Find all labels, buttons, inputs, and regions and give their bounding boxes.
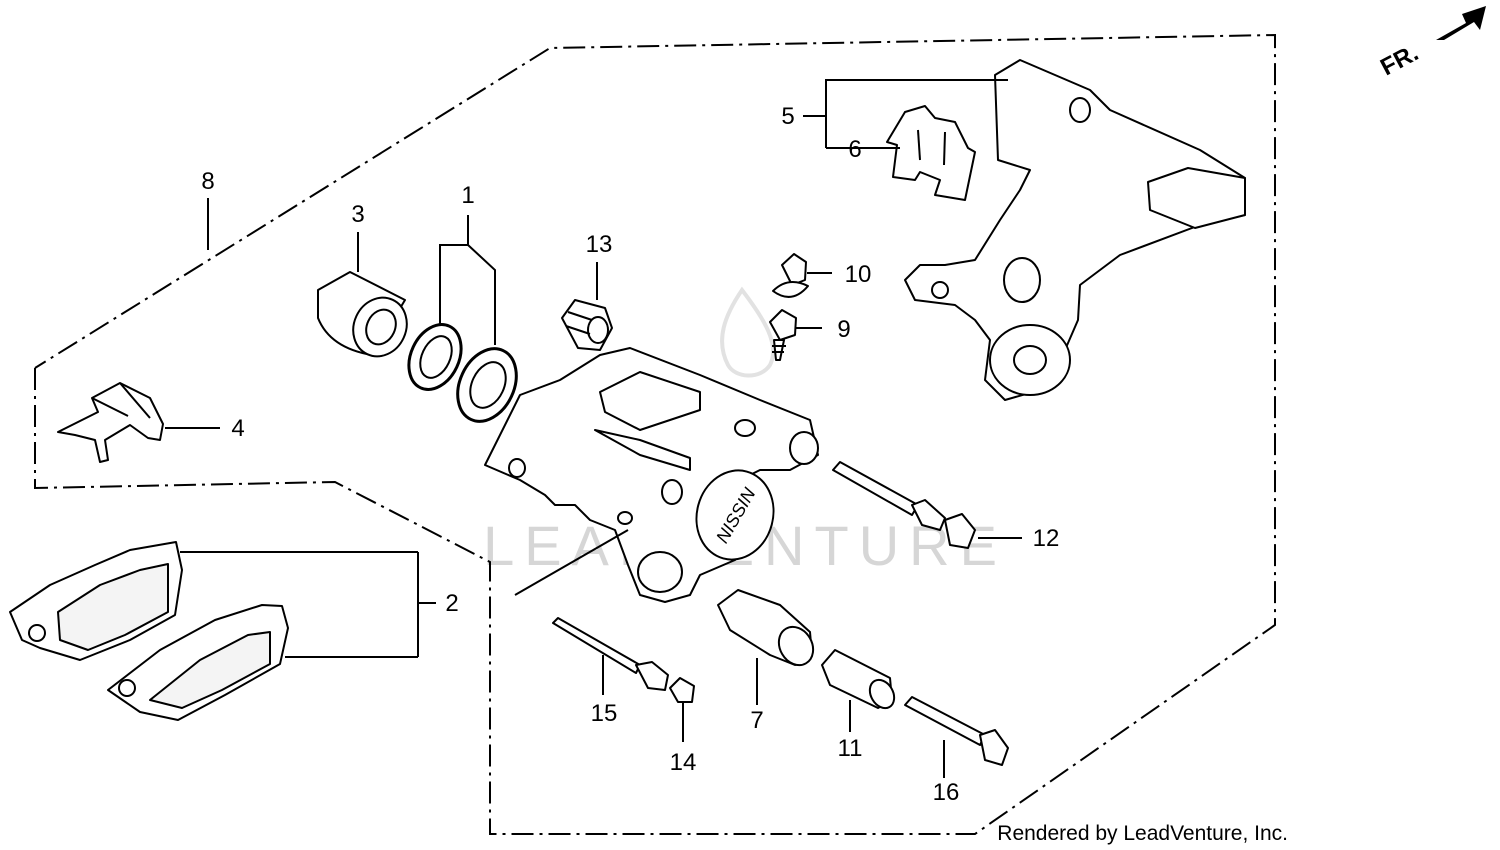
pin-bolt-part <box>832 461 976 549</box>
slide-boot-part <box>717 589 815 667</box>
brake-pad-set-part <box>9 541 289 721</box>
leader-line-15b <box>514 529 629 596</box>
caliper-bracket-part <box>904 59 1246 401</box>
flange-bolt-part <box>904 696 1009 766</box>
pin-boot-part <box>669 677 695 703</box>
piston-seal-set-part <box>407 323 518 423</box>
callout-12: 12 <box>1033 525 1060 552</box>
callout-1: 1 <box>461 182 474 209</box>
callout-16: 16 <box>933 779 960 806</box>
callout-13: 13 <box>586 231 613 258</box>
callout-5: 5 <box>781 103 794 130</box>
assembly-boundary-line <box>34 33 1276 835</box>
leader-line-1b <box>467 244 496 345</box>
callout-9: 9 <box>837 316 850 343</box>
credit-text: Rendered by LeadVenture, Inc. <box>997 822 1288 845</box>
pad-spring-part <box>57 382 164 463</box>
piston-part <box>317 271 408 358</box>
callout-7: 7 <box>750 707 763 734</box>
callout-10: 10 <box>845 261 872 288</box>
callout-4: 4 <box>231 415 244 442</box>
pad-retainer-part <box>886 105 976 201</box>
callout-14: 14 <box>670 749 697 776</box>
bleeder-cap-part <box>561 299 613 351</box>
front-direction-arrow-icon: FR. <box>1376 6 1486 81</box>
caliper-body-part: NISSIN <box>484 347 819 603</box>
callout-11: 11 <box>838 735 863 762</box>
leader-line-5 <box>803 79 1008 117</box>
callout-15: 15 <box>591 700 618 727</box>
bleeder-valve-part <box>772 253 809 298</box>
callout-labels: 1 2 3 4 5 6 7 8 9 10 11 12 13 14 15 16 <box>201 103 1059 806</box>
callout-6: 6 <box>848 136 861 163</box>
leader-line-1 <box>439 215 469 325</box>
bleeder-screw-part <box>769 309 797 361</box>
collar-part <box>821 649 896 710</box>
callout-3: 3 <box>351 201 364 228</box>
svg-text:FR.: FR. <box>1376 39 1423 81</box>
callout-8: 8 <box>201 168 214 195</box>
callout-2: 2 <box>445 590 458 617</box>
caliper-pin-part <box>552 617 669 691</box>
